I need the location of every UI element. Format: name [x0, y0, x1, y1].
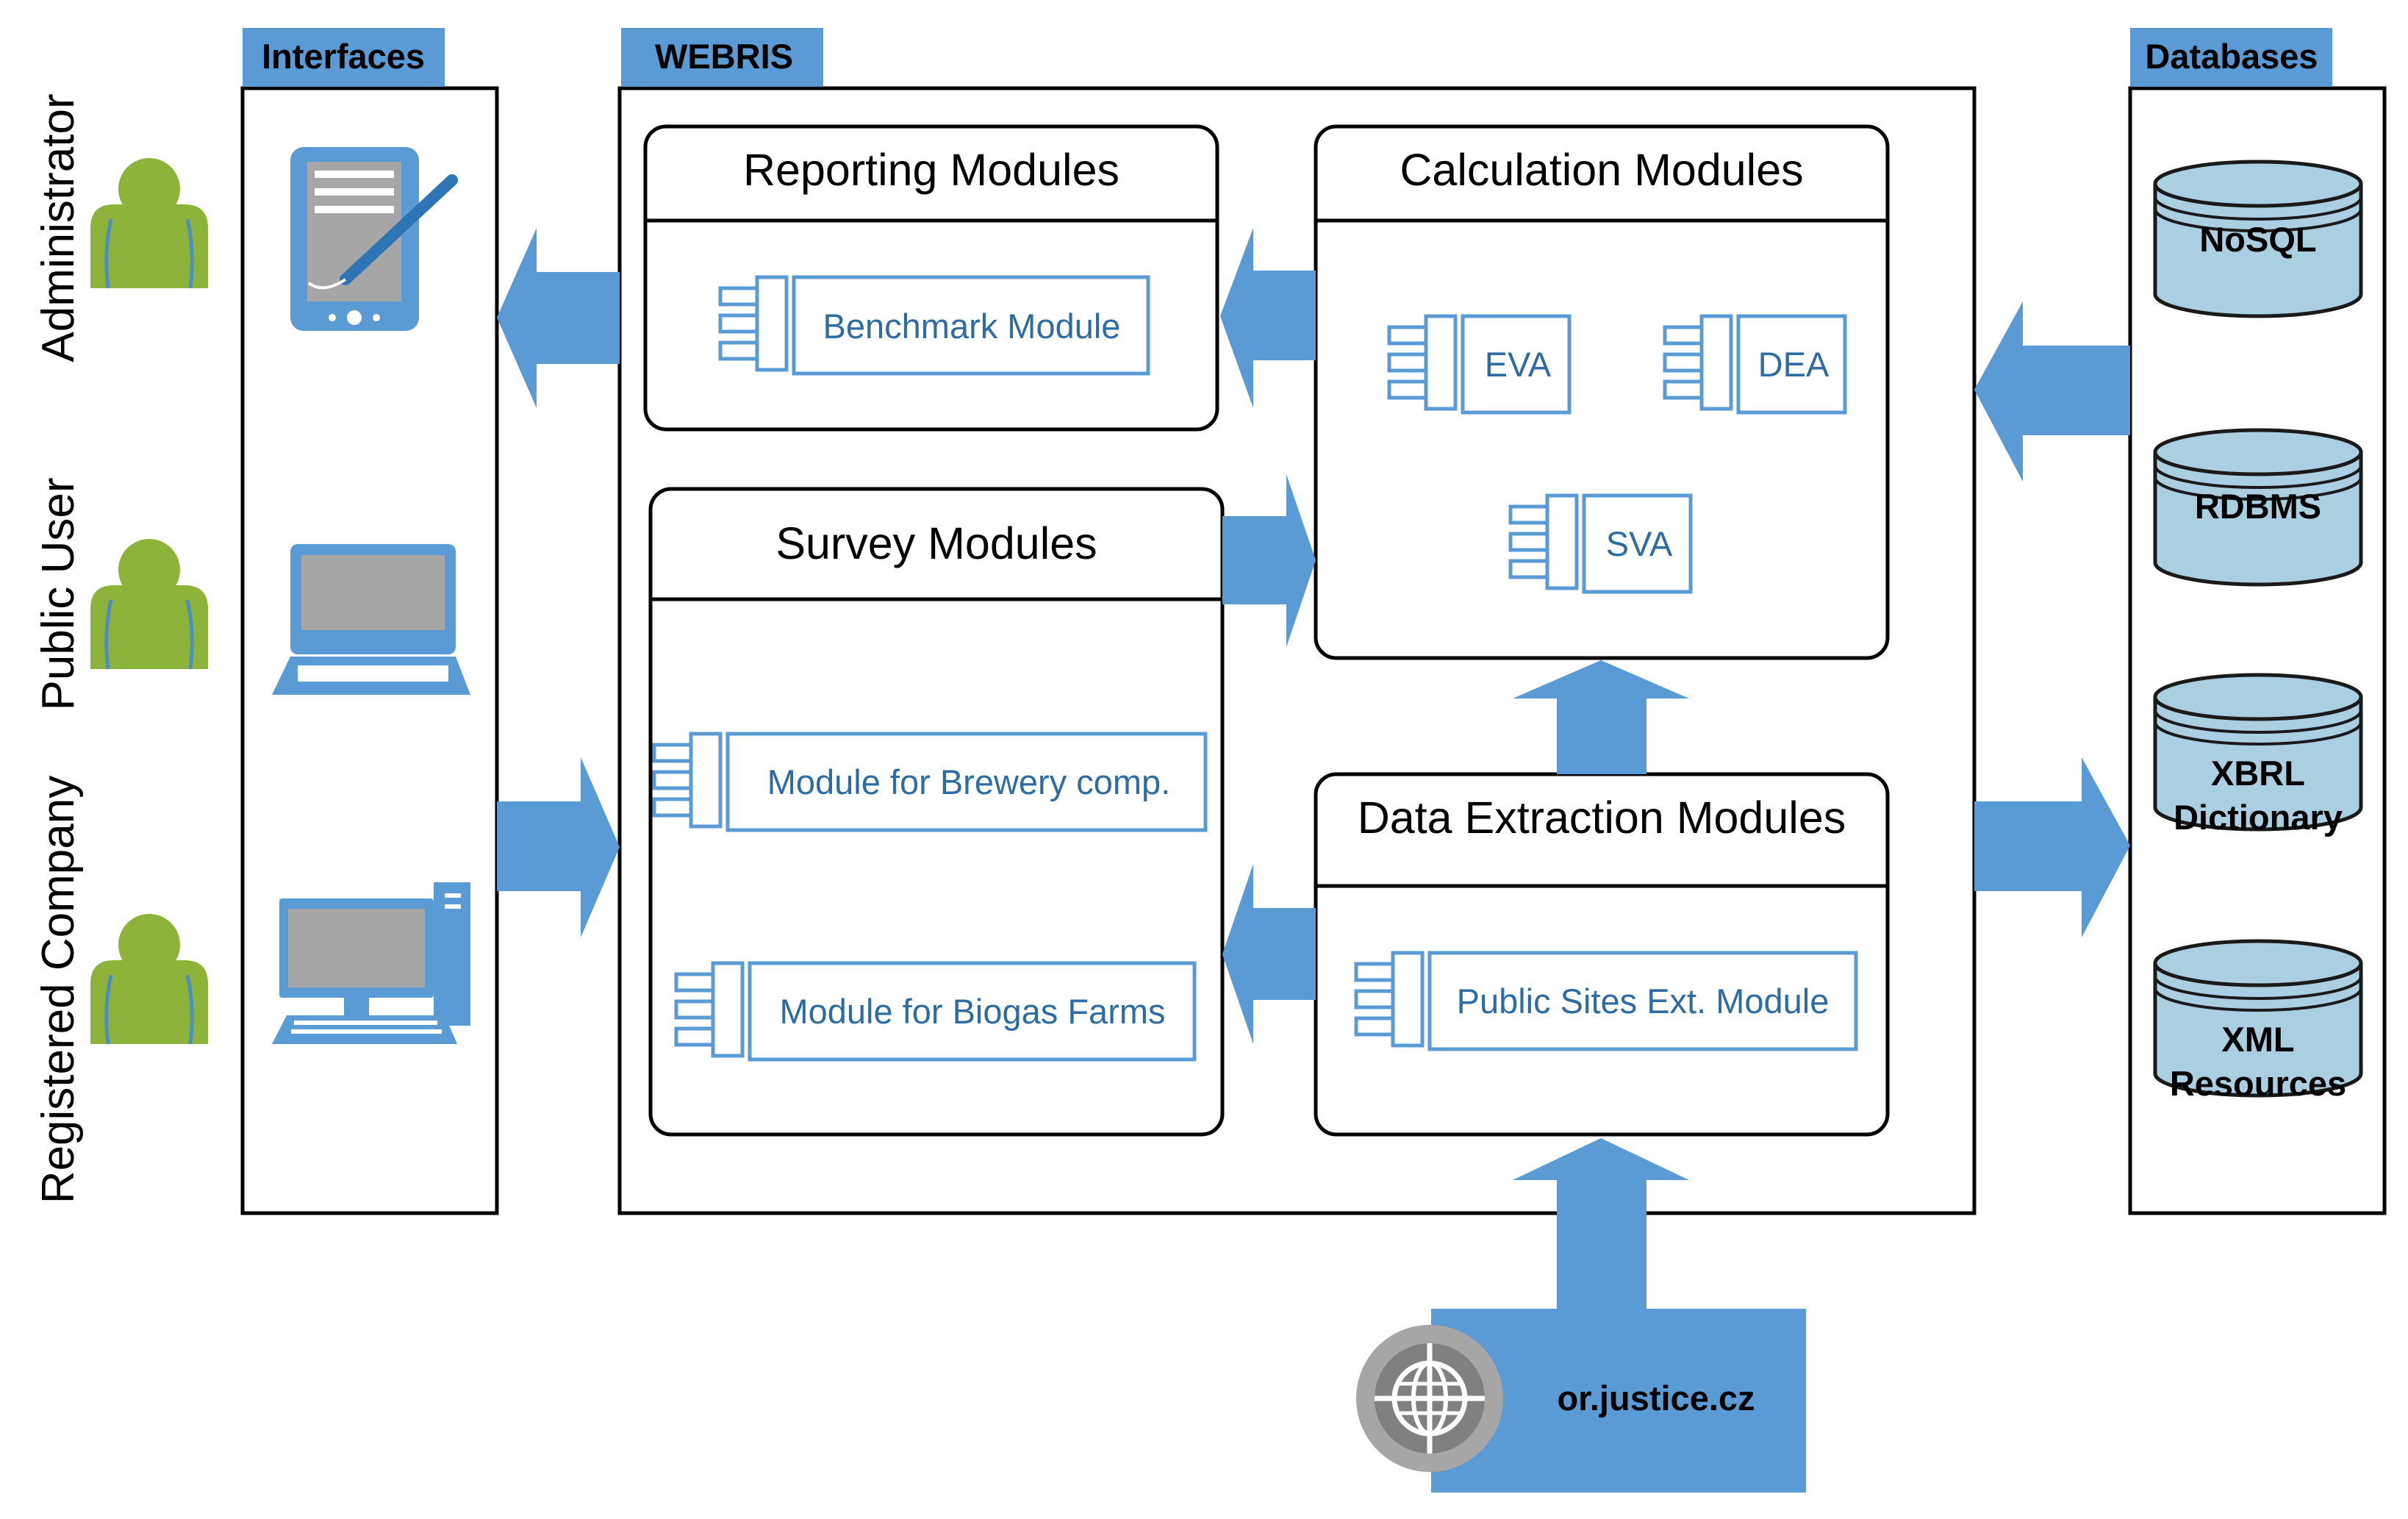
- actor-label: Public User: [33, 478, 84, 711]
- xml-resources-database: XML Resources: [2155, 941, 2361, 1103]
- arrow-survey-to-calc: [1222, 474, 1316, 647]
- actor-public-user: Public User: [33, 478, 208, 711]
- sva-module: SVA: [1511, 493, 1693, 594]
- component-icon: [1356, 953, 1422, 1046]
- brewery-module: Module for Brewery comp.: [654, 732, 1208, 832]
- laptop-icon: [272, 544, 470, 695]
- component-icon: [1665, 316, 1731, 409]
- sva-module-label: SVA: [1606, 524, 1673, 563]
- user-icon: [90, 539, 208, 669]
- source-label: or.justice.cz: [1557, 1379, 1755, 1418]
- user-icon: [90, 158, 208, 288]
- component-icon: [1511, 496, 1577, 588]
- actor-administrator: Administrator: [33, 93, 208, 362]
- arrow-databases-to-webris: [1974, 301, 2130, 482]
- actor-registered-company: Registered Company: [33, 776, 208, 1204]
- database-label-line2: Dictionary: [2174, 798, 2343, 837]
- benchmark-module-label: Benchmark Module: [823, 307, 1121, 346]
- public-sites-module-label: Public Sites Ext. Module: [1457, 982, 1830, 1021]
- tablet-pen-icon: [290, 147, 458, 331]
- biogas-module: Module for Biogas Farms: [676, 961, 1197, 1062]
- desktop-computer-icon: [272, 882, 470, 1044]
- database-label-line1: XML: [2221, 1020, 2294, 1059]
- arrow-extraction-to-calc: [1513, 660, 1689, 774]
- actor-label: Registered Company: [33, 776, 84, 1204]
- extraction-modules-box: Data Extraction Modules Public Sites Ext…: [1314, 772, 1890, 1137]
- eva-module-label: EVA: [1485, 345, 1552, 384]
- user-icon: [90, 914, 208, 1044]
- databases-panel: Databases NoSQL RDBMS XBRL Dictionary XM…: [2128, 28, 2387, 1215]
- eva-module: EVA: [1389, 314, 1572, 415]
- dea-module: DEA: [1665, 314, 1847, 415]
- benchmark-module: Benchmark Module: [720, 275, 1150, 376]
- rdbms-database: RDBMS: [2155, 430, 2361, 585]
- database-label: NoSQL: [2199, 220, 2316, 259]
- biogas-module-label: Module for Biogas Farms: [779, 992, 1165, 1031]
- interfaces-panel: Interfaces: [240, 28, 499, 1215]
- component-icon: [654, 734, 720, 826]
- component-icon: [676, 963, 742, 1056]
- webris-panel: WEBRIS Reporting Modules Benchmark Modul…: [617, 28, 1977, 1215]
- webris-tab-label: WEBRIS: [655, 37, 793, 76]
- reporting-modules-title: Reporting Modules: [743, 145, 1119, 195]
- reporting-modules-box: Reporting Modules Benchmark Module: [643, 124, 1219, 432]
- arrow-to-interfaces: [497, 228, 620, 408]
- globe-icon: [1356, 1325, 1503, 1472]
- component-icon: [1389, 316, 1455, 409]
- arrow-from-interfaces: [497, 757, 620, 937]
- extraction-modules-title: Data Extraction Modules: [1358, 793, 1846, 843]
- database-label-line1: XBRL: [2211, 754, 2305, 793]
- flow-arrows: [497, 228, 2130, 1309]
- survey-modules-box: Survey Modules Module for Brewery comp. …: [648, 487, 1225, 1137]
- dea-module-label: DEA: [1758, 345, 1830, 384]
- webris-tab: [621, 28, 823, 87]
- databases-tab: [2130, 28, 2332, 87]
- database-label-line2: Resources: [2170, 1064, 2346, 1103]
- arrow-source-to-extraction: [1513, 1138, 1689, 1309]
- external-source: or.justice.cz: [1356, 1309, 1806, 1493]
- database-label: RDBMS: [2195, 487, 2321, 526]
- xbrl-dictionary-database: XBRL Dictionary: [2155, 675, 2361, 837]
- arrow-extraction-to-survey: [1222, 864, 1316, 1044]
- interfaces-tab-label: Interfaces: [262, 37, 425, 76]
- interfaces-tab: [243, 28, 445, 87]
- nosql-database: NoSQL: [2155, 162, 2361, 316]
- arrow-calc-to-reporting: [1220, 228, 1316, 408]
- arrow-webris-to-databases: [1974, 757, 2130, 937]
- component-icon: [720, 277, 786, 370]
- calculation-modules-box: Calculation Modules EVA DEA SVA: [1314, 124, 1890, 660]
- brewery-module-label: Module for Brewery comp.: [767, 762, 1171, 801]
- databases-tab-label: Databases: [2145, 37, 2318, 76]
- public-sites-module: Public Sites Ext. Module: [1356, 951, 1858, 1051]
- calculation-modules-title: Calculation Modules: [1400, 145, 1803, 195]
- survey-modules-title: Survey Modules: [775, 518, 1097, 568]
- actor-label: Administrator: [33, 93, 84, 362]
